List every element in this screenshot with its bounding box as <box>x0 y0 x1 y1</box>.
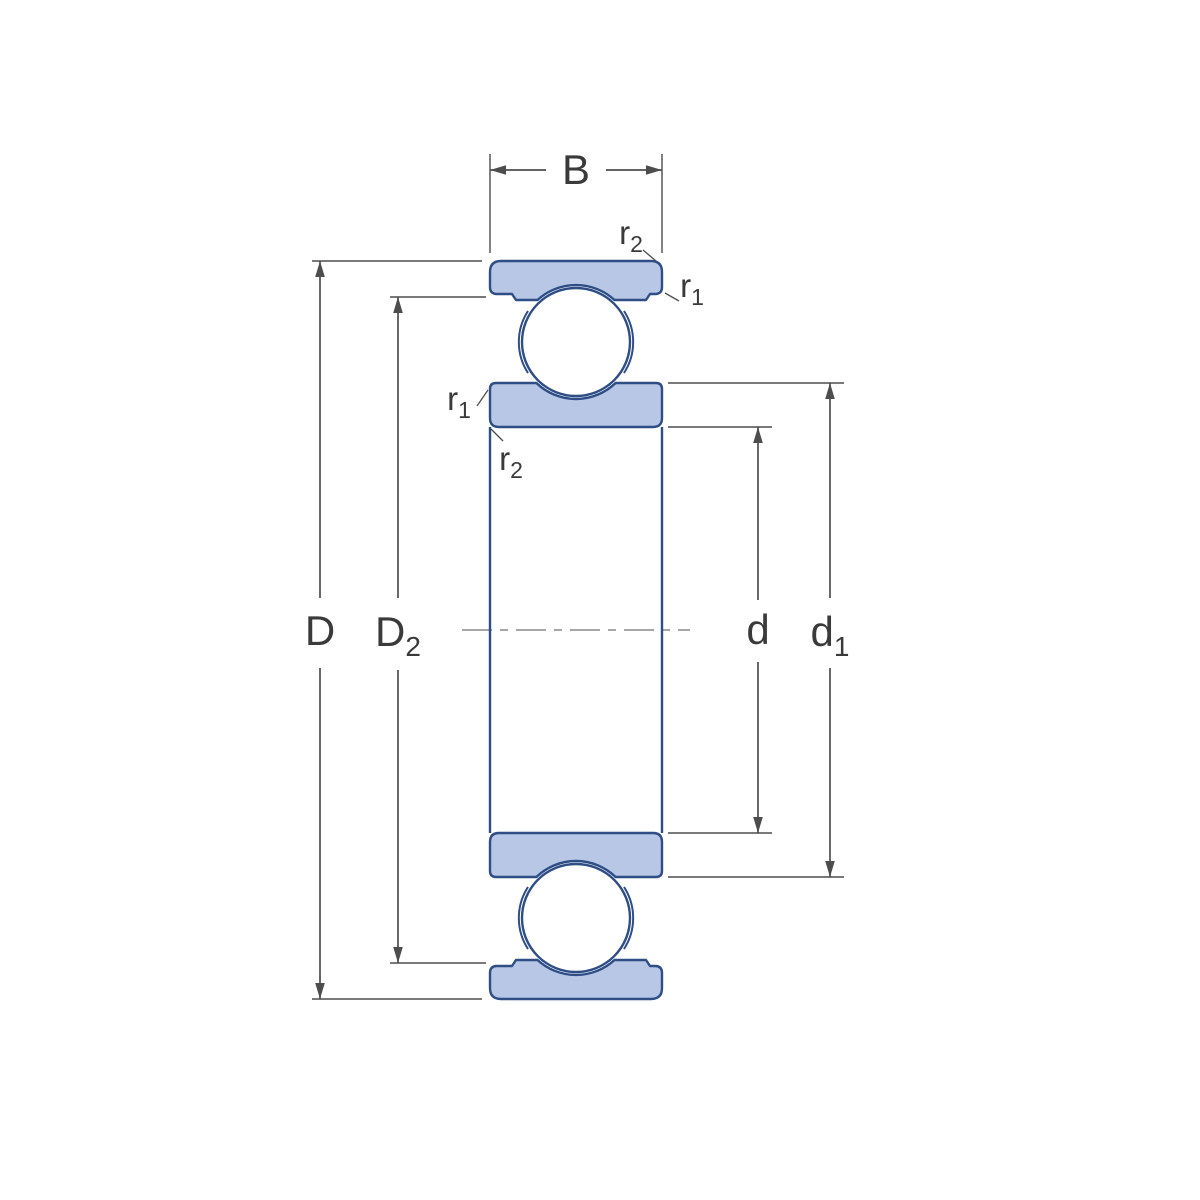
arrowhead-bottom <box>393 947 403 963</box>
ball-bottom <box>520 862 632 974</box>
arrowhead-top <box>753 427 763 443</box>
label-D2: D2 <box>375 608 421 662</box>
leader-line-r1-inner <box>476 389 489 407</box>
leader-line-r2-outer <box>642 249 657 262</box>
label-r1-outer: r1 <box>680 267 704 310</box>
outer-ring-bottom-section <box>488 958 664 1001</box>
arrowhead-bottom <box>753 817 763 833</box>
label-d1: d1 <box>811 608 850 662</box>
dimension-d: d <box>668 426 772 834</box>
label-B: B <box>562 146 590 193</box>
label-D: D <box>305 607 335 654</box>
label-r2-outer: r2 <box>619 214 643 257</box>
arrowhead-left <box>490 165 506 175</box>
chamfer-radius-labels: r2 r1 r1 r2 <box>447 214 704 483</box>
arrowhead-bottom <box>315 983 325 999</box>
dimension-B: B <box>489 146 663 253</box>
raceway-edge-top-right <box>623 310 635 374</box>
raceway-edge-top-left <box>517 310 529 374</box>
raceway-edge-bottom-left <box>517 886 529 950</box>
leader-line-r1-outer <box>664 292 680 302</box>
inner-ring-bottom-section <box>488 831 664 879</box>
outer-ring-top-section <box>488 259 664 302</box>
ball-top <box>520 286 632 398</box>
label-r2-inner: r2 <box>499 440 523 483</box>
dimension-D2: D2 <box>375 296 486 964</box>
dimension-d1: d1 <box>668 382 850 878</box>
arrowhead-right <box>646 165 662 175</box>
arrowhead-top <box>393 297 403 313</box>
inner-ring-top-section <box>488 381 664 429</box>
leader-line-r2-inner <box>490 428 504 442</box>
arrowhead-top <box>825 383 835 399</box>
arrowhead-bottom <box>825 861 835 877</box>
dimension-D: D <box>305 260 482 1000</box>
bearing-cross-section <box>488 259 664 1001</box>
label-d: d <box>746 606 769 653</box>
raceway-edge-bottom-right <box>623 886 635 950</box>
arrowhead-top <box>315 261 325 277</box>
label-r1-inner: r1 <box>447 380 471 423</box>
